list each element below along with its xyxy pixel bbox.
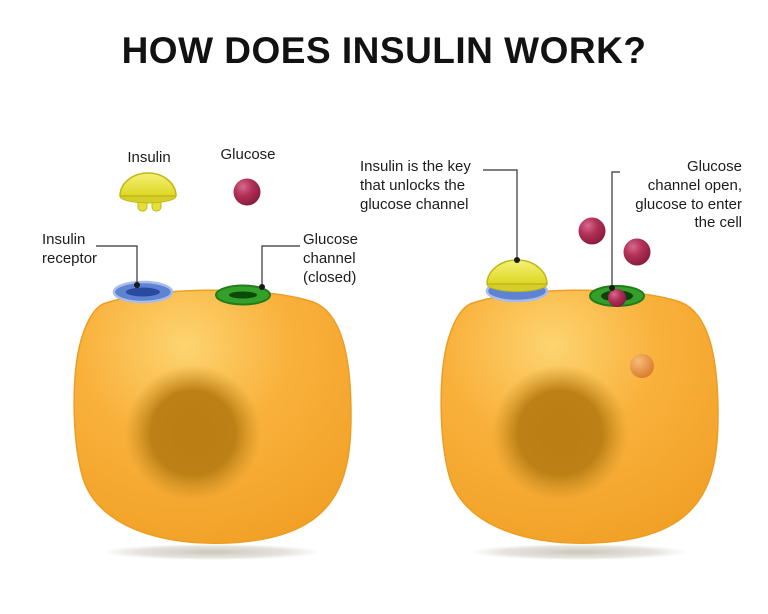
glucose-sphere	[578, 217, 606, 245]
connector-dot	[259, 284, 265, 290]
label-glucose-channel-open: Glucose channel open, glucose to enter t…	[620, 158, 742, 233]
receptor-slot	[126, 287, 160, 297]
glucose-channel-open	[589, 285, 645, 307]
insulin-cap	[119, 172, 177, 197]
cell-left	[73, 289, 352, 561]
glucose-sphere	[623, 238, 651, 266]
connector-dot	[134, 282, 140, 288]
page-title: HOW DOES INSULIN WORK?	[121, 30, 647, 71]
label-line: that unlocks the	[360, 176, 466, 194]
label-line: receptor	[42, 249, 98, 267]
label-insulin-receptor: Insulin receptor	[42, 231, 132, 269]
connector-insulin-key	[483, 169, 518, 258]
glucose-inside-cell	[630, 354, 654, 378]
label-insulin-key: Insulin is the key that unlocks the gluc…	[360, 158, 500, 214]
cell-right	[440, 289, 719, 561]
label-glucose: Glucose	[220, 146, 276, 163]
glucose-icon	[233, 178, 261, 206]
channel-slit	[229, 291, 257, 299]
label-line: channel	[303, 249, 356, 267]
insulin-receptor-with-insulin	[485, 259, 549, 303]
label-line: glucose to enter	[635, 195, 742, 213]
label-glucose-channel-closed: Glucose channel (closed)	[303, 231, 393, 287]
insulin-icon	[119, 172, 177, 212]
label-line: the cell	[694, 214, 742, 232]
connector-dot	[609, 285, 615, 291]
label-line: glucose channel	[360, 195, 469, 213]
connector-insulin-receptor	[96, 245, 138, 283]
connector-glucose-channel-closed	[261, 245, 300, 285]
label-insulin: Insulin	[127, 149, 171, 166]
label-line: channel open,	[647, 176, 742, 194]
label-line: Glucose	[303, 231, 359, 248]
glucose-channel-closed	[215, 284, 271, 306]
label-line: (closed)	[303, 268, 357, 286]
connector-dot	[514, 257, 520, 263]
connector-glucose-channel-open	[611, 171, 620, 286]
glucose-in-channel	[608, 289, 626, 307]
label-line: Insulin is the key	[360, 158, 471, 175]
docked-insulin-cap	[486, 259, 548, 285]
insulin-receptor-left	[112, 280, 174, 304]
label-line: Insulin	[42, 231, 86, 248]
label-line: Glucose	[686, 158, 742, 175]
